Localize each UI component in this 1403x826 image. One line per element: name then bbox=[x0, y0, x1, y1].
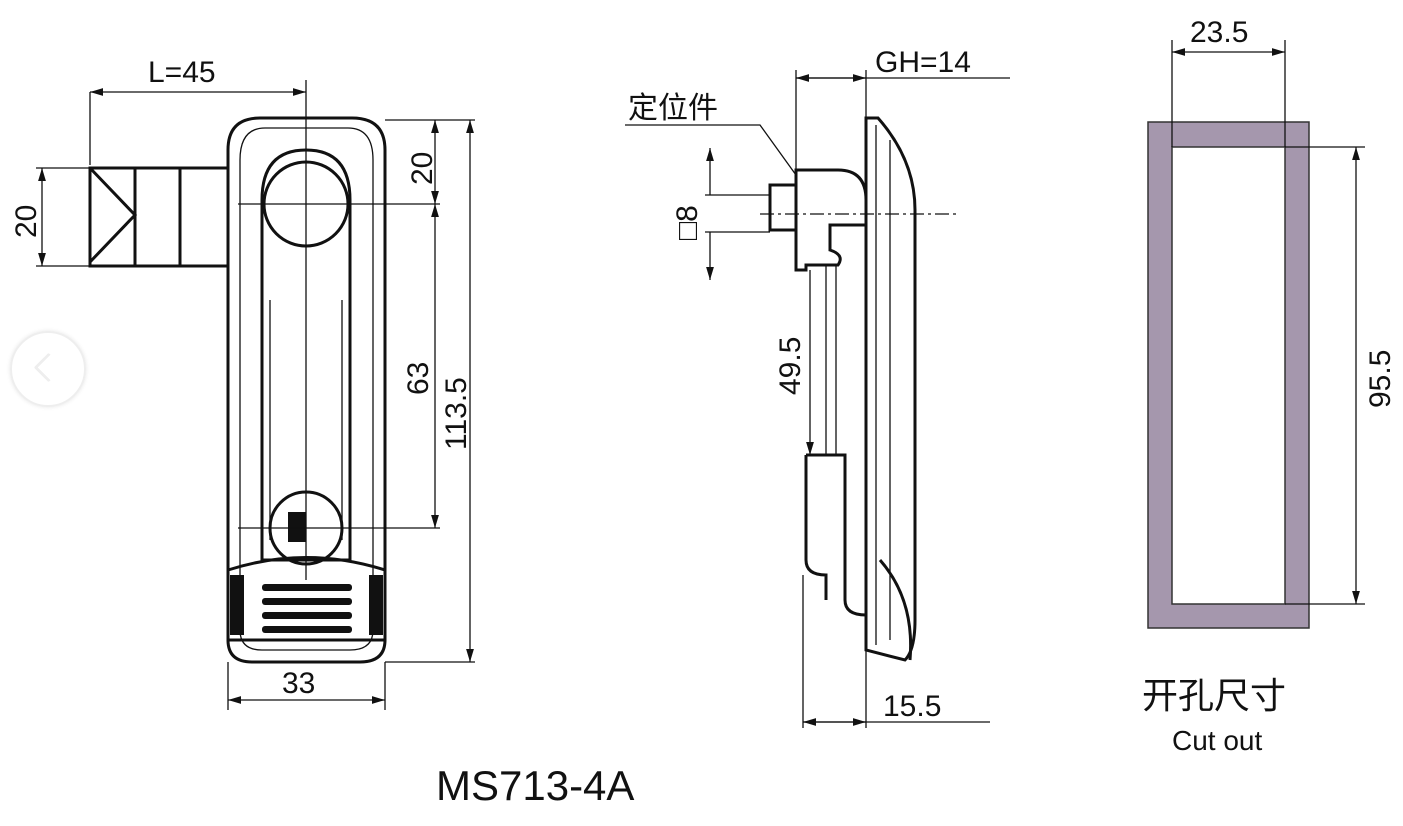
cutout-label-en: Cut out bbox=[1172, 725, 1262, 756]
dim-handle-height: 20 bbox=[10, 205, 43, 238]
dim-width: 33 bbox=[282, 667, 315, 700]
chevron-left-icon bbox=[33, 352, 64, 383]
locator-label: 定位件 bbox=[628, 92, 718, 125]
dim-top: 20 bbox=[406, 152, 439, 185]
cutout-height: 95.5 bbox=[1364, 350, 1397, 408]
front-view: L=45 20 20 63 113.5 33 bbox=[10, 56, 475, 710]
cutout-width: 23.5 bbox=[1190, 16, 1248, 49]
cutout-view: 23.5 95.5 开孔尺寸 Cut out bbox=[1142, 16, 1397, 756]
dim-length: L=45 bbox=[148, 56, 216, 89]
carousel-prev-button[interactable] bbox=[10, 331, 86, 407]
side-view: GH=14 定位件 □8 49.5 15.5 bbox=[625, 46, 1010, 728]
dim-total: 113.5 bbox=[440, 377, 473, 450]
model-label: MS713-4A bbox=[436, 762, 634, 809]
dim-gh: GH=14 bbox=[875, 46, 971, 79]
dim-depth: 15.5 bbox=[883, 690, 941, 723]
dim-center: 63 bbox=[402, 362, 435, 395]
dim-square: □8 bbox=[671, 205, 704, 240]
dim-49: 49.5 bbox=[774, 337, 807, 395]
cutout-label-cn: 开孔尺寸 bbox=[1142, 675, 1286, 716]
